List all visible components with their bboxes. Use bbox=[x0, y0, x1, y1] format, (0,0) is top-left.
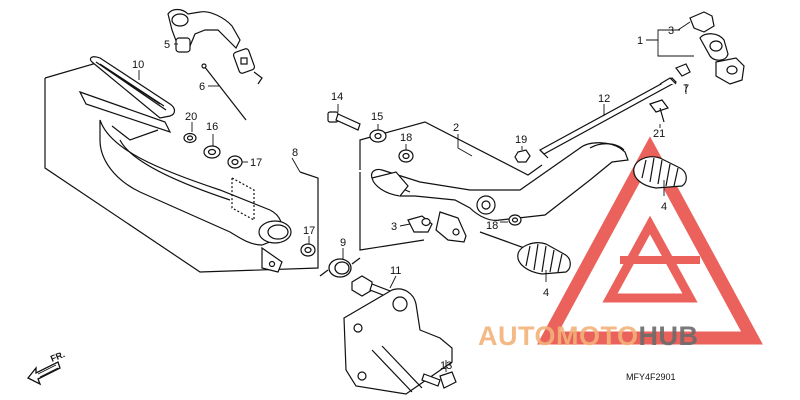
part-label-16[interactable]: 16 bbox=[206, 121, 218, 133]
return-spring[interactable] bbox=[319, 257, 361, 278]
part-label-6[interactable]: 6 bbox=[199, 81, 205, 93]
part-label-11[interactable]: 11 bbox=[390, 265, 401, 277]
mounting-bracket[interactable] bbox=[343, 288, 453, 395]
part-label-7[interactable]: 7 bbox=[683, 83, 689, 95]
diagram-code: MFY4F2901 bbox=[626, 372, 676, 382]
bolt-3-middle[interactable] bbox=[407, 215, 433, 233]
part-label-21[interactable]: 21 bbox=[653, 128, 665, 140]
part-label-5[interactable]: 5 bbox=[164, 39, 170, 51]
brake-rod[interactable] bbox=[539, 77, 677, 159]
bolt-13[interactable] bbox=[421, 371, 457, 389]
part-label-9[interactable]: 9 bbox=[340, 237, 346, 249]
part-label-18-lower[interactable]: 18 bbox=[486, 220, 498, 232]
part-label-3-top[interactable]: 3 bbox=[668, 25, 674, 37]
brake-pedal-assembly bbox=[44, 56, 319, 273]
part-label-2[interactable]: 2 bbox=[453, 122, 459, 134]
part-label-4-lower[interactable]: 4 bbox=[543, 287, 549, 299]
seal-17-upper[interactable] bbox=[227, 155, 243, 169]
part-label-10[interactable]: 10 bbox=[132, 59, 144, 71]
watermark-brand-part1: AUTOMOTO bbox=[478, 321, 639, 351]
footpeg-rubber-lower[interactable] bbox=[517, 242, 571, 275]
part-label-12[interactable]: 12 bbox=[598, 93, 610, 105]
part-label-18-upper[interactable]: 18 bbox=[400, 132, 412, 144]
bolt-14[interactable] bbox=[327, 111, 361, 131]
part-label-13[interactable]: 13 bbox=[440, 360, 452, 372]
watermark-brand-part2: HUB bbox=[639, 321, 699, 351]
part-label-15[interactable]: 15 bbox=[371, 111, 383, 123]
stop-switch-assembly[interactable] bbox=[167, 8, 263, 121]
watermark-logo bbox=[537, 136, 763, 345]
watermark-text: AUTOMOTOHUB bbox=[478, 321, 699, 351]
part-label-1[interactable]: 1 bbox=[637, 35, 643, 47]
part-label-19[interactable]: 19 bbox=[515, 134, 527, 146]
part-label-14[interactable]: 14 bbox=[331, 91, 343, 103]
seal-18-lower[interactable] bbox=[508, 214, 522, 226]
seal-17-lower[interactable] bbox=[300, 243, 316, 257]
svg-text:AUTOMOTOHUB: AUTOMOTOHUB bbox=[478, 321, 699, 351]
seal-18-upper[interactable] bbox=[398, 149, 414, 163]
leader-lines bbox=[138, 21, 694, 372]
front-direction-label: FR. bbox=[49, 349, 66, 364]
nut-19[interactable] bbox=[514, 149, 531, 163]
part-label-3-mid[interactable]: 3 bbox=[391, 221, 397, 233]
part-label-4-upper[interactable]: 4 bbox=[661, 201, 667, 213]
footpeg-rubber-upper[interactable] bbox=[633, 156, 687, 189]
part-label-20[interactable]: 20 bbox=[185, 111, 197, 123]
part-label-17-lower[interactable]: 17 bbox=[303, 225, 315, 237]
front-arrow-icon bbox=[26, 361, 61, 386]
washer-20[interactable] bbox=[183, 132, 197, 144]
washer-15[interactable] bbox=[369, 129, 387, 143]
part-label-17-upper[interactable]: 17 bbox=[250, 157, 262, 169]
bushing-16[interactable] bbox=[203, 145, 221, 159]
part-label-8[interactable]: 8 bbox=[292, 147, 298, 159]
rod-joint-assembly[interactable] bbox=[649, 11, 745, 123]
front-direction-indicator: FR. bbox=[26, 349, 66, 386]
part-labels: 1 2 3 3 4 4 5 6 7 8 9 10 11 12 13 14 15 … bbox=[132, 25, 689, 372]
brake-arm-assembly bbox=[359, 121, 629, 251]
pedal-pad[interactable] bbox=[89, 56, 176, 119]
